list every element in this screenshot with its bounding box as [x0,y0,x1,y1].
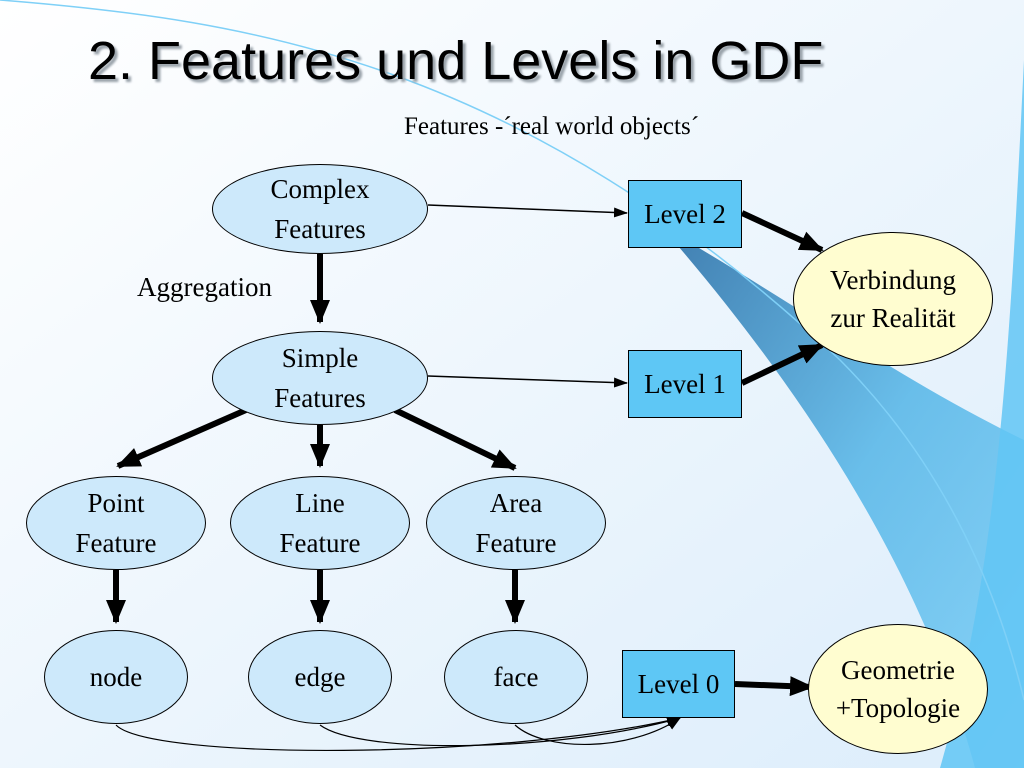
level-0-box: Level 0 [622,650,735,718]
arrow-complex-to-level2 [427,204,628,218]
complex-features-node: Complex Features [212,164,428,254]
aggregation-label: Aggregation [137,272,272,302]
line-feature-line1: Line [295,488,345,518]
curve-face-to-level0 [514,717,681,745]
complex-features-line2: Features [274,214,366,244]
line-feature-line2: Feature [279,528,361,558]
point-feature-node: Point Feature [26,476,206,570]
level-2-box: Level 2 [628,180,742,248]
area-feature-line1: Area [489,488,543,518]
arrow-level0-to-geometrie [734,676,814,697]
face-ellipse: face [444,630,588,724]
complex-features-line1: Complex [270,174,370,204]
area-feature-line2: Feature [475,528,557,558]
level-1-label: Level 1 [644,368,726,399]
edge-label: edge [294,662,346,692]
level-0-label: Level 0 [637,668,720,699]
simple-features-line2: Features [274,383,366,413]
arrow-level2-to-verbindung [740,210,824,253]
verbindung-line1: Verbindung [830,265,956,295]
verbindung-line2: zur Realität [830,303,956,333]
simple-features-line1: Simple [281,343,359,373]
geometrie-topologie-node: Geometrie +Topologie [808,624,988,754]
subtitle: Features -´real world objects´ [404,113,700,140]
node-label: node [89,662,143,692]
geometrie-line2: +Topologie [835,693,961,723]
curve-node-to-level0 [115,716,681,752]
face-label: face [493,662,539,692]
edge-ellipse: edge [248,630,392,724]
curve-edge-to-level0 [319,716,681,747]
line-feature-node: Line Feature [230,476,410,570]
arrow-simple-to-point [116,407,248,469]
page-title: 2. Features und Levels in GDF [88,31,824,91]
arrow-level1-to-verbindung [740,342,824,386]
level-2-label: Level 2 [644,198,726,229]
verbindung-realitaet-node: Verbindung zur Realität [793,232,993,366]
arrow-simple-to-area [393,407,517,471]
node-ellipse: node [44,630,188,724]
area-feature-node: Area Feature [426,476,606,570]
geometrie-line1: Geometrie [841,655,955,685]
point-feature-line1: Point [87,488,145,518]
level-1-box: Level 1 [628,350,742,418]
arrow-simple-to-level1 [427,375,628,388]
simple-features-node: Simple Features [212,331,428,425]
point-feature-line2: Feature [75,528,157,558]
